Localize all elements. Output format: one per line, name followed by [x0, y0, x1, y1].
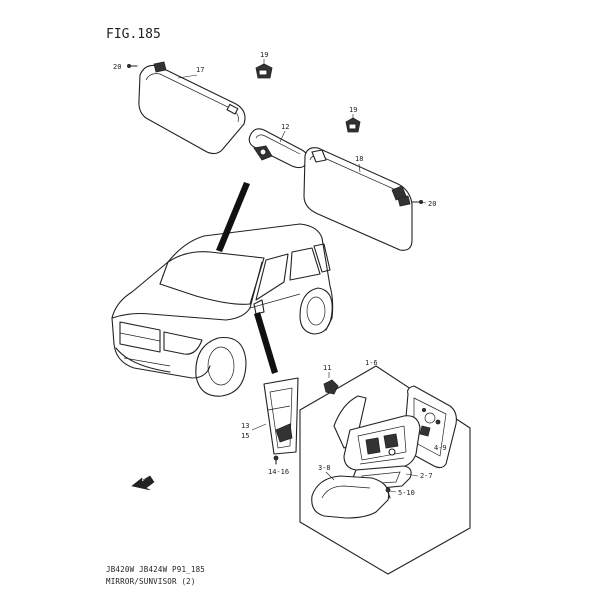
bolt-5-10 [385, 487, 391, 499]
figure-title: FIG.185 [106, 27, 161, 42]
clip-11 [323, 372, 339, 395]
callout-18: 18 [355, 155, 363, 163]
callout-12: 12 [281, 123, 289, 131]
pointer-wedge-lower [254, 312, 278, 374]
callout-4-9: 4-9 [434, 444, 447, 452]
callout-13: 13 [241, 422, 249, 430]
callout-2-7: 2-7 [420, 472, 433, 480]
callout-11: 11 [323, 364, 331, 372]
rearview-mirror [248, 128, 309, 169]
footer-section-title: MIRROR/SUNVISOR (2) [106, 577, 196, 586]
pointer-wedge-upper [216, 182, 250, 252]
callout-19-right: 19 [349, 106, 357, 114]
callout-14-16: 14-16 [268, 468, 289, 476]
footer-model-code: JB420W JB424W P91_185 [106, 565, 205, 574]
callout-15: 15 [241, 432, 249, 440]
mirror-cover-cap [311, 475, 390, 519]
vehicle-illustration [111, 223, 334, 397]
front-direction-arrow-icon [131, 475, 155, 491]
callout-19-top: 19 [260, 51, 268, 59]
visor-bracket-left [153, 61, 167, 73]
screw-14-16 [273, 455, 279, 465]
sunvisor-left [138, 64, 246, 155]
callout-1-6: 1-6 [365, 359, 378, 367]
door-mirror-group-frame [299, 365, 471, 575]
callout-20-left: 20 [113, 63, 121, 71]
screw-20-right [411, 199, 423, 204]
callout-3-8: 3-8 [318, 464, 331, 472]
mirror-garnish-triangle [263, 377, 299, 455]
mirror-housing [333, 395, 421, 471]
clip-19-top [255, 63, 273, 79]
screw-20-left [127, 64, 138, 69]
callout-5-10: 5-10 [398, 489, 415, 497]
callout-17: 17 [196, 66, 204, 74]
clip-19-right [345, 117, 361, 133]
sunvisor-right [303, 147, 413, 251]
callout-20-right: 20 [428, 200, 436, 208]
